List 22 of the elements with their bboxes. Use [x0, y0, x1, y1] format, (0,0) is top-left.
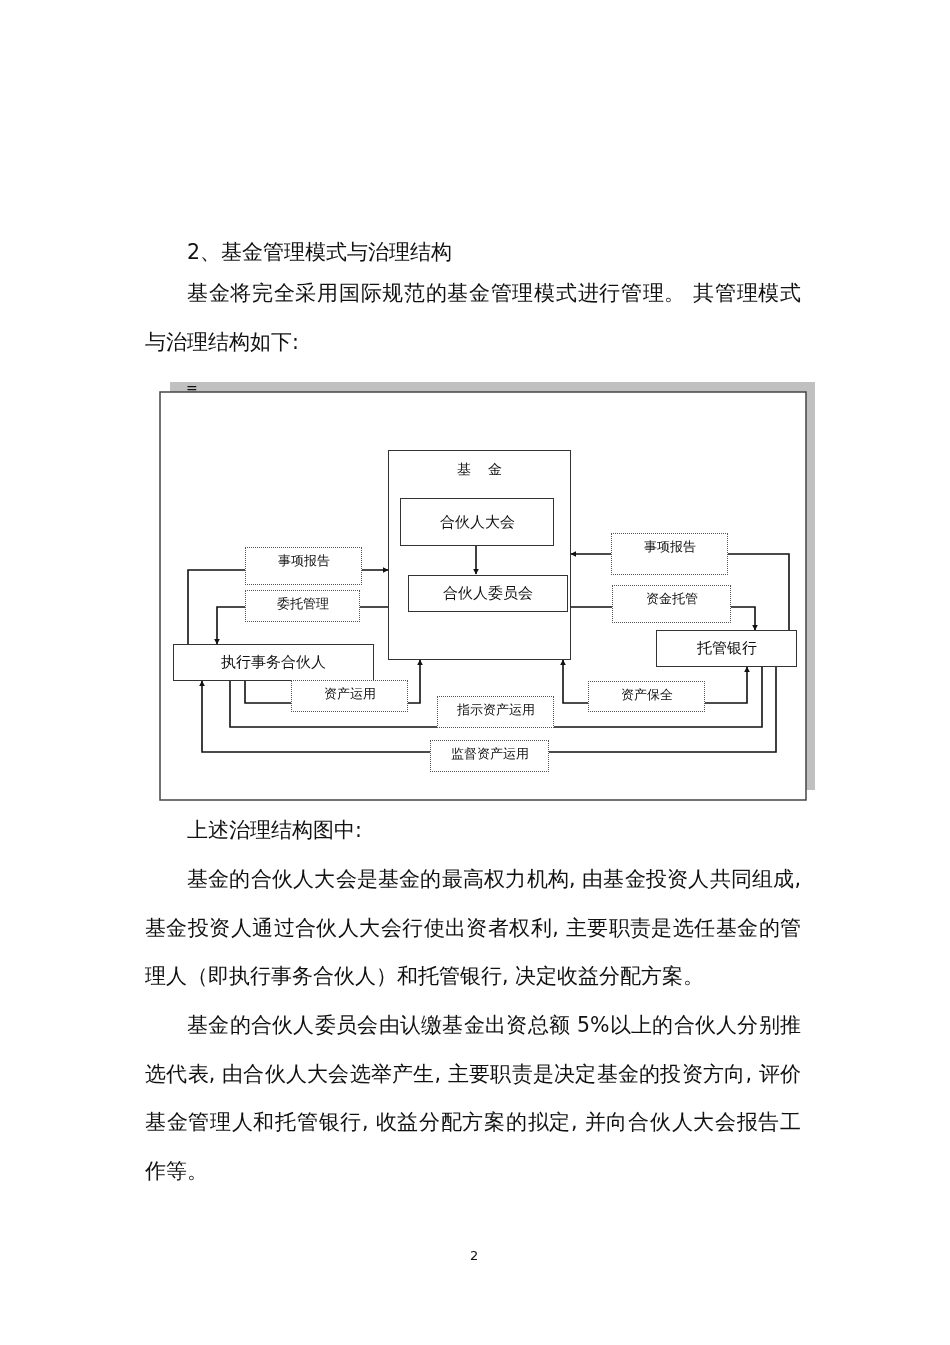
equals-sign: =	[186, 380, 198, 396]
process-box: 托管银行	[656, 630, 797, 667]
heading: 2、基金管理模式与治理结构	[186, 239, 453, 266]
page-number: 2	[470, 1248, 479, 1263]
paragraph: 基金的合伙人委员会由认缴基金出资总额 5%以上的合伙人分别推选代表, 由合伙人大会选举产生, 主要职责是决定基金的投资方向, 评价基金管理人和托管银行, 收益分配方案的拟定, 并向合伙人大会报告工作等。	[145, 1012, 801, 1185]
process-box: 合伙人大会	[400, 498, 554, 546]
edge-label: 指示资产运用	[437, 696, 554, 728]
edge-label: 委托管理	[245, 590, 360, 622]
edge-label: 资产运用	[291, 680, 408, 712]
paragraph: 上述治理结构图中:	[186, 817, 363, 844]
process-box: 执行事务合伙人	[173, 644, 374, 681]
group-box	[388, 450, 571, 660]
process-box: 合伙人委员会	[408, 575, 568, 612]
edge-label: 事项报告	[245, 547, 362, 585]
paragraph: 基金的合伙人大会是基金的最高权力机构, 由基金投资人共同组成, 基金投资人通过合伙人大会行使出资者权利, 主要职责是选任基金的管理人（即执行事务合伙人）和托管银行, 决定收益分配方案。	[145, 866, 801, 990]
edge-label: 资金托管	[612, 585, 731, 623]
edge-label: 资产保全	[588, 681, 705, 712]
edge-label: 监督资产运用	[430, 740, 549, 772]
paragraph: 基金将完全采用国际规范的基金管理模式进行管理。 其管理模式与治理结构如下:	[145, 280, 801, 356]
edge-label: 事项报告	[611, 533, 728, 575]
arrow	[473, 544, 479, 575]
box-heading: 基 金	[455, 461, 504, 479]
